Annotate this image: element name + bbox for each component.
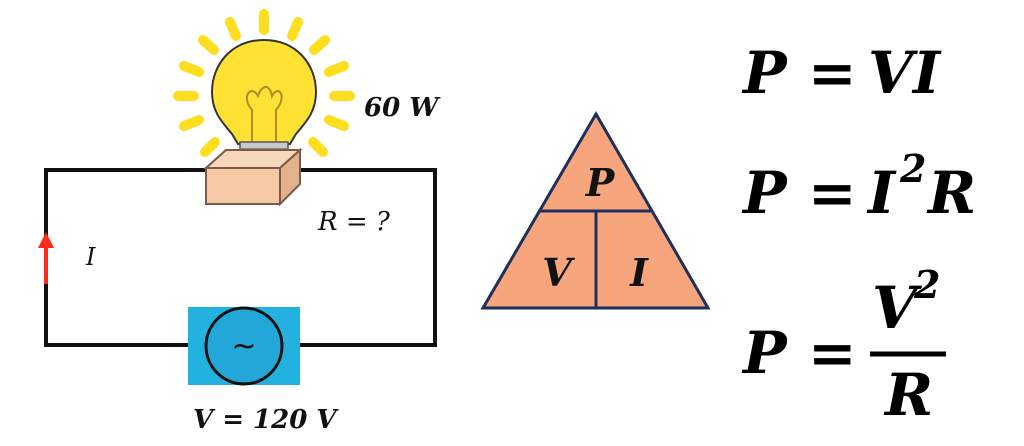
bulb-rays [173, 9, 355, 157]
formula-p-v2-over-r: P = V 2 R [741, 262, 946, 429]
ac-source-circle [204, 306, 284, 386]
power-triangle: P V I [480, 111, 711, 310]
triangle-bottom-i: I [629, 250, 649, 295]
formula2-base: I [866, 159, 897, 227]
wire-top-left [44, 154, 225, 172]
ac-source: ~ [188, 306, 300, 386]
wire-top-right [298, 168, 437, 347]
wire-left-top [44, 168, 192, 347]
power-label: 60 W [364, 93, 441, 123]
formula1-lhs: P [741, 39, 788, 107]
formula3-den: R [883, 361, 933, 429]
formula-p-vi: P = VI [741, 39, 942, 107]
resistance-label: R = ? [317, 207, 391, 237]
bulb-socket [203, 147, 303, 207]
formula3-num-exp: 2 [913, 262, 940, 307]
formula2-rest: R [926, 159, 976, 227]
light-bulb-icon [173, 9, 355, 207]
formula3-num: V [872, 274, 922, 342]
formula1-eq: = [808, 39, 857, 107]
ac-wave-icon: ~ [231, 329, 256, 364]
formula2-lhs: P [741, 159, 788, 227]
triangle-bottom-v: V [542, 250, 575, 295]
formula3-lhs: P [741, 319, 788, 387]
voltage-label: V = 120 V [193, 405, 339, 435]
formula2-eq: = [808, 159, 857, 227]
bulb-filament [246, 86, 283, 142]
triangle-top-p: P [585, 160, 616, 205]
formula3-eq: = [808, 319, 857, 387]
formula-p-i2r: P = I 2 R [741, 146, 976, 227]
current-label: I [85, 243, 96, 271]
formula1-rhs: VI [868, 39, 942, 107]
bulb-glass [210, 38, 318, 145]
current-arrow [38, 232, 54, 284]
formula2-exp: 2 [899, 146, 926, 191]
